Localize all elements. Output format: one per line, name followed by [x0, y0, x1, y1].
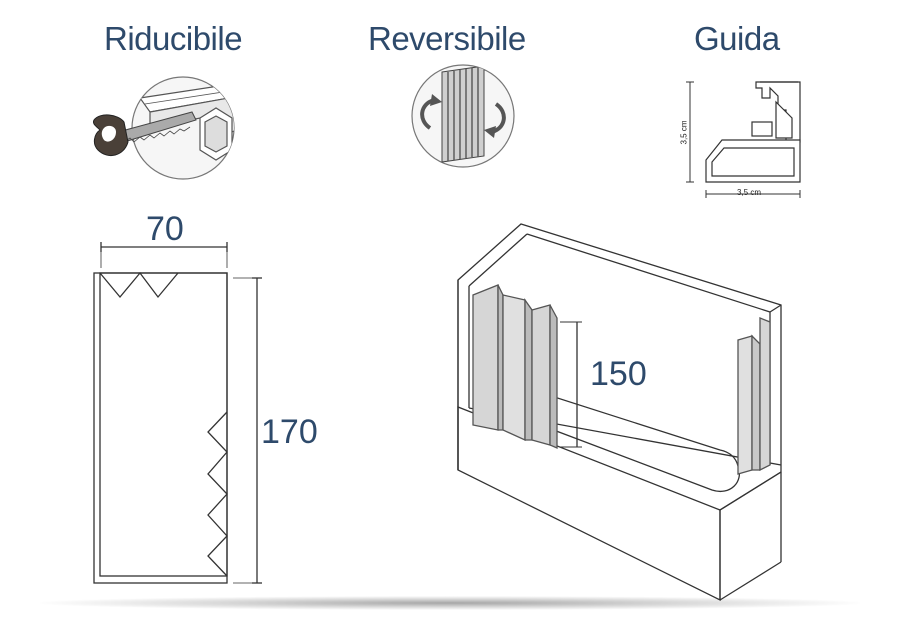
- guide-profile-drawing: [686, 81, 801, 198]
- guide-height-label: 3,5 cm: [679, 120, 689, 145]
- bathtub-drawing: [457, 223, 782, 602]
- saw-cutting-rail-icon: [93, 76, 235, 180]
- floor-shadow: [40, 596, 860, 610]
- guide-width-label: 3,5 cm: [737, 188, 762, 197]
- heading-guide: Guida: [694, 20, 780, 57]
- panel-width-label: 70: [146, 210, 184, 248]
- heading-reversible: Reversibile: [368, 20, 526, 57]
- panel-height-label: 170: [261, 413, 318, 451]
- rotate-arrows-icon: [411, 64, 515, 168]
- heading-reducible: Riducibile: [104, 20, 243, 57]
- bath-panel-height-label: 150: [590, 355, 647, 393]
- panel-front-drawing: [93, 242, 262, 584]
